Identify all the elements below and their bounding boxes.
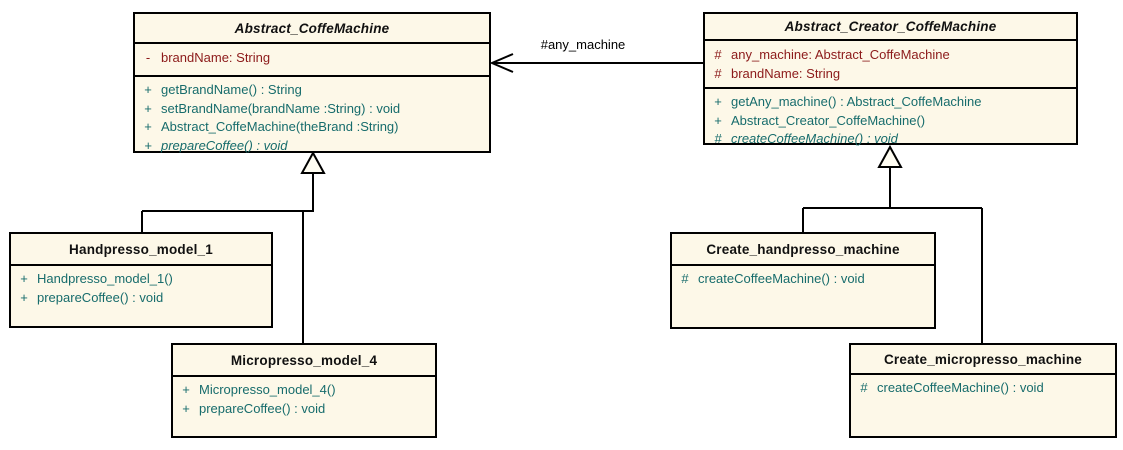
method-row: + Abstract_CoffeMachine(theBrand :String… <box>135 118 489 137</box>
class-box-micropresso-model-4: Micropresso_model_4 + Micropresso_model_… <box>171 343 437 438</box>
visibility-public-icon: + <box>144 100 152 116</box>
method-row: + Handpresso_model_1() <box>11 270 271 289</box>
class-box-create-handpresso-machine: Create_handpresso_machine # createCoffee… <box>670 232 936 329</box>
visibility-protected-icon: # <box>714 47 722 62</box>
class-title: Abstract_CoffeMachine <box>135 14 489 44</box>
visibility-protected-icon: # <box>714 65 722 81</box>
class-box-abstract-creator-coffemachine: Abstract_Creator_CoffeMachine # any_mach… <box>703 12 1078 146</box>
visibility-protected-icon: # <box>681 271 689 286</box>
method-row: + setBrandName(brandName :String) : void <box>135 100 489 119</box>
method-row: + getBrandName() : String <box>135 81 489 100</box>
attributes-compartment: # any_machine: Abstract_CoffeMachine # b… <box>705 41 1076 89</box>
methods-compartment: + Handpresso_model_1() + prepareCoffee()… <box>11 266 271 326</box>
attribute-row: # any_machine: Abstract_CoffeMachine <box>705 46 1076 65</box>
method-row: + Micropresso_model_4() <box>173 381 435 400</box>
methods-compartment: # createCoffeeMachine() : void <box>672 266 934 327</box>
class-box-create-micropresso-machine: Create_micropresso_machine # createCoffe… <box>849 343 1117 438</box>
visibility-public-icon: + <box>714 112 722 128</box>
methods-compartment: + getAny_machine() : Abstract_CoffeMachi… <box>705 89 1076 149</box>
method-row: # createCoffeeMachine() : void <box>851 379 1115 398</box>
method-row-abstract: + prepareCoffee() : void <box>135 137 489 156</box>
class-title: Micropresso_model_4 <box>173 345 435 377</box>
visibility-public-icon: + <box>20 289 28 305</box>
method-row: + prepareCoffee() : void <box>11 289 271 308</box>
visibility-public-icon: + <box>144 119 152 134</box>
method-row: + Abstract_Creator_CoffeMachine() <box>705 112 1076 131</box>
method-row-abstract: # createCoffeeMachine() : void <box>705 130 1076 149</box>
attribute-row: # brandName: String <box>705 65 1076 84</box>
class-box-handpresso-model-1: Handpresso_model_1 + Handpresso_model_1(… <box>9 232 273 328</box>
visibility-protected-icon: # <box>714 131 722 146</box>
association-role-label: #any_machine <box>540 37 626 52</box>
method-row: + prepareCoffee() : void <box>173 400 435 419</box>
visibility-public-icon: + <box>714 94 722 109</box>
class-title: Create_micropresso_machine <box>851 345 1115 375</box>
visibility-public-icon: + <box>20 271 28 286</box>
methods-compartment: + getBrandName() : String + setBrandName… <box>135 77 489 155</box>
class-box-abstract-coffemachine: Abstract_CoffeMachine - brandName: Strin… <box>133 12 491 153</box>
visibility-public-icon: + <box>144 137 152 153</box>
visibility-private-icon: - <box>145 50 151 65</box>
method-row: # createCoffeeMachine() : void <box>672 270 934 289</box>
visibility-public-icon: + <box>182 400 190 416</box>
association-arrowhead-icon <box>489 53 514 73</box>
visibility-public-icon: + <box>144 82 152 97</box>
generalization-triangle-left-icon <box>300 150 326 174</box>
method-row: + getAny_machine() : Abstract_CoffeMachi… <box>705 93 1076 112</box>
methods-compartment: + Micropresso_model_4() + prepareCoffee(… <box>173 377 435 436</box>
visibility-public-icon: + <box>182 382 190 397</box>
attributes-compartment: - brandName: String <box>135 44 489 77</box>
generalization-triangle-right-icon <box>877 144 903 168</box>
class-title: Abstract_Creator_CoffeMachine <box>705 14 1076 41</box>
attribute-row: - brandName: String <box>135 49 489 68</box>
class-title: Create_handpresso_machine <box>672 234 934 266</box>
class-title: Handpresso_model_1 <box>11 234 271 266</box>
visibility-protected-icon: # <box>860 380 868 395</box>
methods-compartment: # createCoffeeMachine() : void <box>851 375 1115 436</box>
